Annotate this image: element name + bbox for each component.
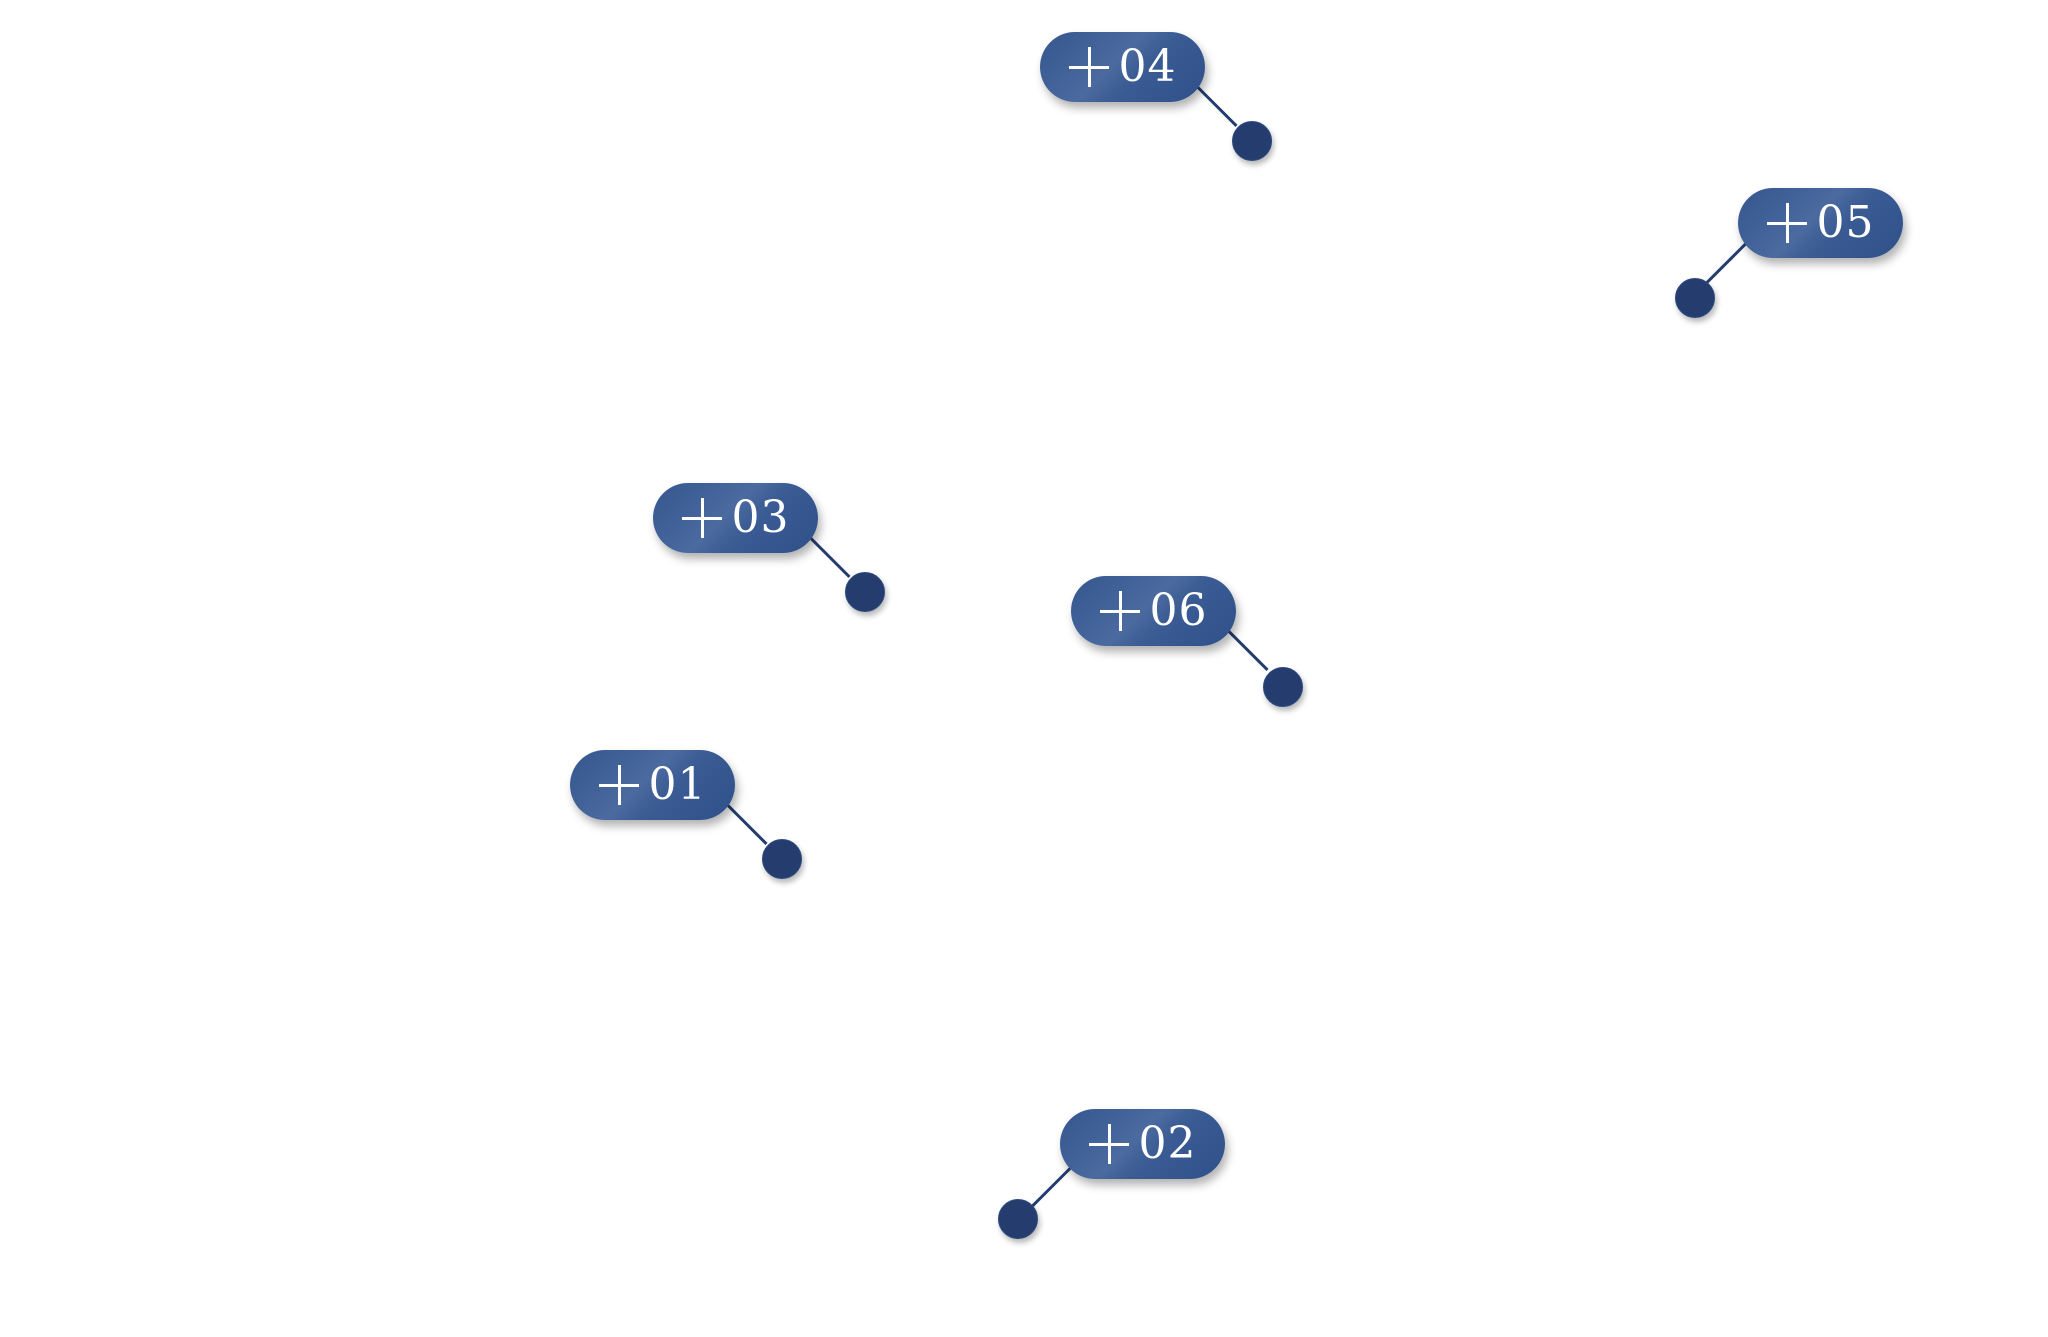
hotspot-button-03[interactable]: 03 — [653, 483, 818, 553]
plus-icon — [1099, 591, 1140, 631]
hotspot-label: 04 — [1118, 41, 1177, 92]
hotspot-label: 02 — [1138, 1118, 1197, 1169]
plus-icon — [1068, 47, 1109, 87]
hotspot-dot[interactable] — [762, 839, 802, 879]
hotspot-label: 06 — [1149, 585, 1208, 636]
plus-icon — [1766, 203, 1807, 243]
hotspot-dot[interactable] — [998, 1199, 1038, 1239]
hotspot-dot[interactable] — [1263, 667, 1303, 707]
plus-icon — [598, 765, 639, 805]
hotspot-button-02[interactable]: 02 — [1060, 1109, 1225, 1179]
hotspot-dot[interactable] — [1232, 121, 1272, 161]
plus-icon — [1088, 1124, 1129, 1164]
hotspot-dot[interactable] — [1675, 278, 1715, 318]
hotspot-label: 01 — [648, 759, 707, 810]
hotspot-button-06[interactable]: 06 — [1071, 576, 1236, 646]
hotspot-button-04[interactable]: 04 — [1040, 32, 1205, 102]
hotspot-dot[interactable] — [845, 572, 885, 612]
hotspot-button-01[interactable]: 01 — [570, 750, 735, 820]
hotspot-label: 05 — [1816, 197, 1875, 248]
hotspot-button-05[interactable]: 05 — [1738, 188, 1903, 258]
hotspot-label: 03 — [731, 492, 790, 543]
plus-icon — [681, 498, 722, 538]
